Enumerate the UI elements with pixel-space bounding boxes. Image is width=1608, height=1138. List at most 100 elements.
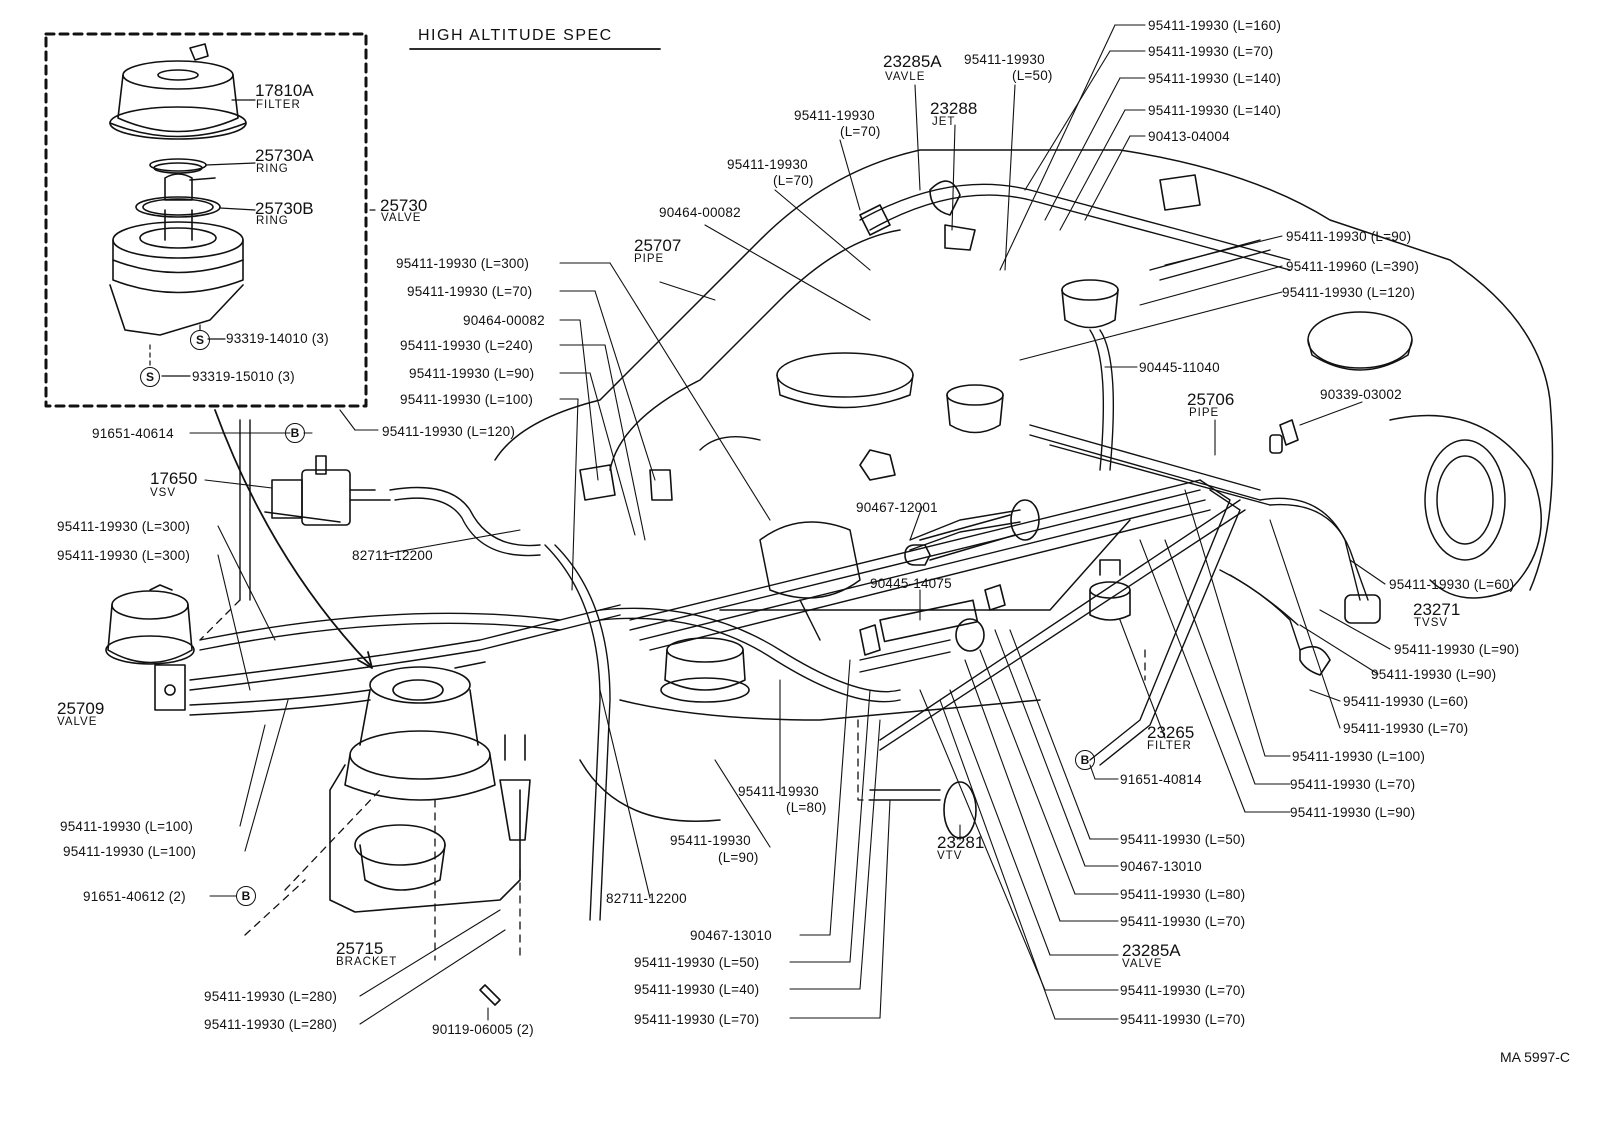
b-marker-2: B <box>236 886 256 906</box>
dashed-lines <box>199 599 1146 961</box>
label-hose-100-b: 95411-19930 (L=100) <box>63 844 197 859</box>
detail-leaders <box>149 99 376 377</box>
label-rr-90-a: 95411-19930 (L=90) <box>1394 642 1520 657</box>
label-b-80: 95411-19930 (L=80) <box>1120 887 1246 902</box>
label-rr-70: 95411-19930 (L=70) <box>1343 721 1469 736</box>
part-23285a-vavle-name: VAVLE <box>885 71 926 83</box>
label-r-140-a: 95411-19930 (L=140) <box>1148 71 1282 86</box>
label-hose-80-2: (L=80) <box>786 800 827 815</box>
label-90464-mid: 90464-00082 <box>463 313 545 328</box>
part-23281-number: 23281 <box>937 833 985 852</box>
part-25707-number: 25707 <box>634 236 682 255</box>
part-23285a-valve-name: VALVE <box>1122 958 1163 970</box>
label-rr-60-b: 95411-19930 (L=60) <box>1343 694 1469 709</box>
part-25707-name: PIPE <box>634 253 665 265</box>
label-90445-14075: 90445-14075 <box>870 576 952 591</box>
label-bot-70: 95411-19930 (L=70) <box>634 1012 760 1027</box>
part-93319-15010: 93319-15010 (3) <box>192 369 295 384</box>
label-b-70-b: 95411-19930 (L=70) <box>1120 983 1246 998</box>
part-23285a-vavle-number: 23285A <box>883 52 942 71</box>
part-93319-14010: 93319-14010 (3) <box>226 331 329 346</box>
label-91651-40614: 91651-40614 <box>92 426 174 441</box>
detail-box <box>44 32 368 408</box>
label-r-160: 95411-19930 (L=160) <box>1148 18 1282 33</box>
label-b-70: 95411-19930 (L=70) <box>1120 914 1246 929</box>
label-b-70-c: 95411-19930 (L=70) <box>1120 1012 1246 1027</box>
part-23285a-valve-number: 23285A <box>1122 941 1181 960</box>
detail-arrow <box>214 409 371 666</box>
label-hose-70-top-a-2: (L=70) <box>840 124 881 139</box>
label-hose-100-mid: 95411-19930 (L=100) <box>400 392 534 407</box>
part-23271-number: 23271 <box>1413 600 1461 619</box>
part-25730b-number: 25730B <box>255 199 314 218</box>
s-marker-2: S <box>140 367 160 387</box>
bracket-25715-assembly <box>329 661 531 913</box>
callout-leaders <box>189 24 1391 1025</box>
label-rr-100: 95411-19930 (L=100) <box>1292 749 1426 764</box>
vsv-17650 <box>264 455 391 526</box>
label-90467-12001: 90467-12001 <box>856 500 938 515</box>
label-hose-300-a: 95411-19930 (L=300) <box>57 519 191 534</box>
part-17810a-number: 17810A <box>255 81 314 100</box>
label-91651-40612: 91651-40612 (2) <box>83 889 186 904</box>
label-hose-70-top-a-1: 95411-19930 <box>794 108 875 123</box>
label-90467-13010-left: 90467-13010 <box>690 928 772 943</box>
part-23288-name: JET <box>932 116 956 128</box>
label-hose-50-top-1: 95411-19930 <box>964 52 1045 67</box>
label-r-70: 95411-19930 (L=70) <box>1148 44 1274 59</box>
label-b-90467: 90467-13010 <box>1120 859 1202 874</box>
label-hose-300-mid: 95411-19930 (L=300) <box>396 256 530 271</box>
label-rr-60: 95411-19930 (L=60) <box>1389 577 1515 592</box>
part-25709-name: VALVE <box>57 716 98 728</box>
part-25715-name: BRACKET <box>336 956 398 968</box>
part-17810a-name: FILTER <box>256 99 301 111</box>
label-90445-11040: 90445-11040 <box>1139 360 1220 375</box>
label-r-120: 95411-19930 (L=120) <box>1282 285 1416 300</box>
label-hose-80-1: 95411-19930 <box>738 784 819 799</box>
label-rr-90-b: 95411-19930 (L=90) <box>1371 667 1497 682</box>
part-25730-name: VALVE <box>381 212 422 224</box>
label-hose-70-top-b-1: 95411-19930 <box>727 157 808 172</box>
detail-arrow-head <box>357 651 373 669</box>
part-17650-name: VSV <box>150 487 177 499</box>
label-bot-50: 95411-19930 (L=50) <box>634 955 760 970</box>
part-25730a-name: RING <box>256 163 289 175</box>
part-25709-number: 25709 <box>57 699 105 718</box>
valve-25709 <box>105 584 195 711</box>
engine-outline <box>494 149 1554 822</box>
label-hose-240: 95411-19930 (L=240) <box>400 338 534 353</box>
part-23265-name: FILTER <box>1147 740 1192 752</box>
label-r-140-b: 95411-19930 (L=140) <box>1148 103 1282 118</box>
label-hose-90-mid: 95411-19930 (L=90) <box>409 366 535 381</box>
label-rr-70-b: 95411-19930 (L=70) <box>1290 777 1416 792</box>
part-23271-name: TVSV <box>1414 617 1449 629</box>
label-hose-70-top-b-2: (L=70) <box>773 173 814 188</box>
label-82711-upper: 82711-12200 <box>352 548 433 563</box>
label-r-90: 95411-19930 (L=90) <box>1286 229 1412 244</box>
label-hose-300-b: 95411-19930 (L=300) <box>57 548 191 563</box>
diagram-title: HIGH ALTITUDE SPEC <box>418 27 613 44</box>
part-23265-number: 23265 <box>1147 723 1195 742</box>
label-hose-50-top-2: (L=50) <box>1012 68 1053 83</box>
part-25730a-number: 25730A <box>255 146 314 165</box>
valve-25730-exploded <box>109 43 247 336</box>
label-91651-40814: 91651-40814 <box>1120 772 1202 787</box>
label-hose-100-a: 95411-19930 (L=100) <box>60 819 194 834</box>
part-23281-name: VTV <box>937 850 963 862</box>
label-hose-280-b: 95411-19930 (L=280) <box>204 1017 338 1032</box>
label-b-50: 95411-19930 (L=50) <box>1120 832 1246 847</box>
label-hose-90-bot-1: 95411-19930 <box>670 833 751 848</box>
label-90119: 90119-06005 (2) <box>432 1022 534 1037</box>
label-hose-70-mid: 95411-19930 (L=70) <box>407 284 533 299</box>
b-marker-1: B <box>285 423 305 443</box>
b-marker-3: B <box>1075 750 1095 770</box>
label-82711-lower: 82711-12200 <box>606 891 687 906</box>
label-90339: 90339-03002 <box>1320 387 1402 402</box>
part-23288-number: 23288 <box>930 99 978 118</box>
reference-code: MA 5997-C <box>1500 1049 1571 1065</box>
part-25715-number: 25715 <box>336 939 384 958</box>
small-parts <box>479 174 1381 1006</box>
label-90464-top: 90464-00082 <box>659 205 741 220</box>
label-hose-90-bot-2: (L=90) <box>718 850 759 865</box>
